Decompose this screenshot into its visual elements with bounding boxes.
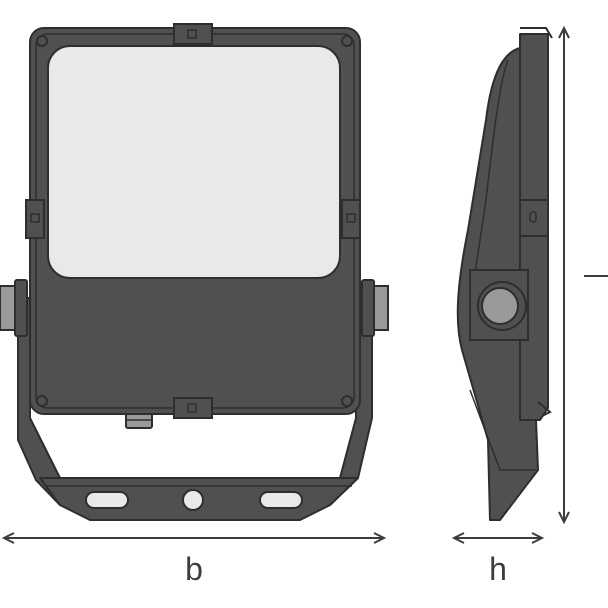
bracket-slot-left — [85, 491, 129, 509]
side-bottom-hook — [537, 401, 552, 417]
pivot-knob-right — [361, 279, 375, 337]
side-heatsink-edge — [469, 389, 536, 471]
clip-top — [173, 23, 213, 45]
dimension-width — [1, 532, 387, 544]
clip-left — [25, 199, 45, 239]
pivot-cap-left — [0, 285, 17, 331]
bracket-hole-center — [182, 489, 204, 511]
dimension-label-h: h — [489, 551, 507, 587]
dimension-depth — [451, 532, 545, 544]
side-top-hook — [520, 27, 553, 39]
clip-right — [341, 199, 361, 239]
screw-top-right — [341, 35, 353, 47]
side-view — [456, 27, 553, 521]
pivot-knob-left — [14, 279, 28, 337]
side-clip — [519, 199, 549, 237]
lens-diffuser — [47, 45, 341, 279]
dimension-label-b: b — [185, 551, 203, 587]
clip-bottom — [173, 397, 213, 419]
screw-bottom-right — [341, 395, 353, 407]
front-view — [0, 23, 389, 521]
side-pivot-knob-face — [481, 287, 519, 325]
screw-bottom-left — [36, 395, 48, 407]
screw-top-left — [36, 35, 48, 47]
side-heatsink-edge — [473, 59, 509, 281]
bracket-slot-right — [259, 491, 303, 509]
dimension-height — [558, 25, 608, 525]
